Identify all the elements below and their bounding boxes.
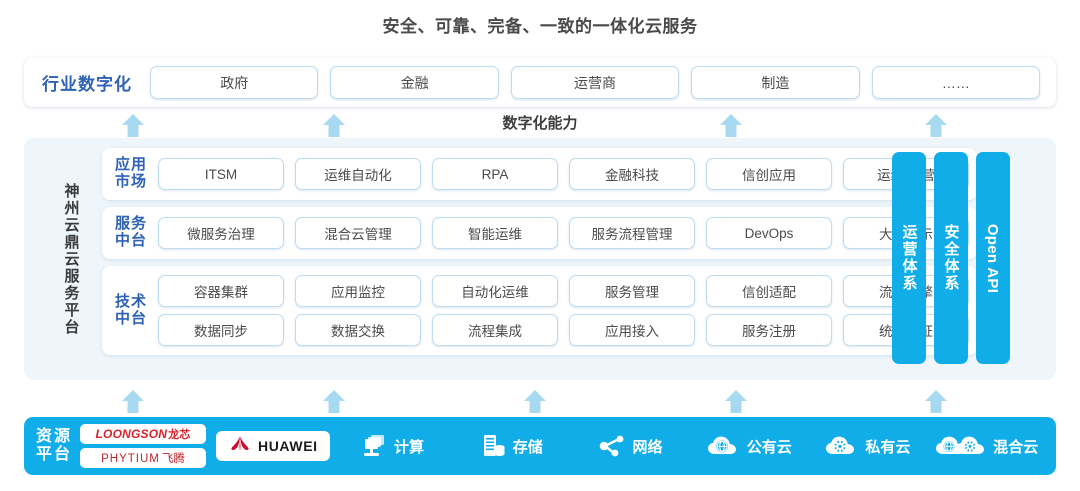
layer-label-line2: 市场 xyxy=(114,173,147,190)
platform-vertical-label: 神州云鼎云服务平台 xyxy=(62,182,80,336)
private-cloud-icon xyxy=(825,434,859,458)
side-bar-label: 安全体系 xyxy=(942,224,960,292)
cell-devops[interactable]: DevOps xyxy=(706,217,832,249)
industry-chip-telecom[interactable]: 运营商 xyxy=(510,66,680,99)
huawei-flower-icon xyxy=(228,435,252,458)
resource-item-storage[interactable]: 存储 xyxy=(452,434,571,458)
up-arrow-icon xyxy=(522,388,548,414)
layer-cells: ITSM 运维自动化 RPA 金融科技 信创应用 运维/运营 xyxy=(154,158,969,190)
cell-data-sync[interactable]: 数据同步 xyxy=(158,314,284,346)
cell-microservice-governance[interactable]: 微服务治理 xyxy=(158,217,284,249)
up-arrow-icon xyxy=(723,388,749,414)
layer-label-line1: 服务 xyxy=(114,215,147,233)
side-bar-label: 运营体系 xyxy=(900,224,918,292)
layer-technology-midplatform: 技术 中台 容器集群 应用监控 自动化运维 服务管理 信创适配 流程引擎 数据同… xyxy=(102,266,977,355)
cell-app-access[interactable]: 应用接入 xyxy=(569,314,695,346)
up-arrow-icon xyxy=(321,112,347,138)
up-arrow-icon xyxy=(718,112,744,138)
loongson-cn: 龙芯 xyxy=(168,429,191,441)
side-bar-label: Open API xyxy=(984,223,1002,293)
cell-itsm[interactable]: ITSM xyxy=(158,158,284,190)
layer-label-line1: 应用 xyxy=(114,156,147,174)
storage-icon xyxy=(481,434,507,458)
phytium-cn: 飞腾 xyxy=(161,453,185,465)
resource-label-line2: 平台 xyxy=(36,446,73,463)
side-bar-operations-system[interactable]: 运营体系 xyxy=(892,152,926,364)
up-arrow-icon xyxy=(923,388,949,414)
layer-cells: 容器集群 应用监控 自动化运维 服务管理 信创适配 流程引擎 数据同步 数据交换… xyxy=(154,275,969,346)
up-arrow-icon xyxy=(120,388,146,414)
resource-item-compute[interactable]: 计算 xyxy=(334,434,453,458)
industry-chip-manufacturing[interactable]: 制造 xyxy=(691,66,860,99)
cell-container-cluster[interactable]: 容器集群 xyxy=(158,275,284,307)
cell-rpa[interactable]: RPA xyxy=(432,158,558,190)
resource-item-label: 混合云 xyxy=(993,438,1039,456)
cell-process-integration[interactable]: 流程集成 xyxy=(432,314,558,346)
industry-chip-government[interactable]: 政府 xyxy=(150,66,319,99)
cell-row: 容器集群 应用监控 自动化运维 服务管理 信创适配 流程引擎 xyxy=(158,275,969,307)
industry-row: 行业数字化 政府 金融 运营商 制造 …… xyxy=(24,58,1056,107)
layer-label-technology-midplatform: 技术 中台 xyxy=(108,292,154,328)
layer-service-midplatform: 服务 中台 微服务治理 混合云管理 智能运维 服务流程管理 DevOps 大屏展… xyxy=(102,207,977,259)
cell-app-monitoring[interactable]: 应用监控 xyxy=(295,275,421,307)
compute-icon xyxy=(362,434,388,458)
hybrid-cloud-icon xyxy=(935,434,987,458)
cell-xinchuang-adaptation[interactable]: 信创适配 xyxy=(706,275,832,307)
layer-application-market: 应用 市场 ITSM 运维自动化 RPA 金融科技 信创应用 运维/运营 xyxy=(102,148,977,200)
layer-label-application-market: 应用 市场 xyxy=(108,156,154,191)
resource-item-network[interactable]: 网络 xyxy=(571,434,690,458)
cell-service-registry[interactable]: 服务注册 xyxy=(706,314,832,346)
public-cloud-icon xyxy=(707,434,741,458)
cell-fintech[interactable]: 金融科技 xyxy=(569,158,695,190)
cell-xinchuang-app[interactable]: 信创应用 xyxy=(706,158,832,190)
huawei-wordmark: HUAWEI xyxy=(258,438,318,454)
huawei-logo: HUAWEI xyxy=(216,431,330,461)
resource-platform-label: 资源 平台 xyxy=(36,428,80,465)
cell-hybrid-cloud-mgmt[interactable]: 混合云管理 xyxy=(295,217,421,249)
layer-label-line2: 中台 xyxy=(114,232,147,249)
side-bars: 运营体系 安全体系 Open API xyxy=(892,152,1010,364)
resource-label-line1: 资源 xyxy=(36,427,73,445)
cell-data-exchange[interactable]: 数据交换 xyxy=(295,314,421,346)
cell-row: 数据同步 数据交换 流程集成 应用接入 服务注册 统一认证 xyxy=(158,314,969,346)
resource-item-label: 存储 xyxy=(512,438,543,456)
up-arrow-icon xyxy=(321,388,347,414)
side-bar-security-system[interactable]: 安全体系 xyxy=(934,152,968,364)
layer-cells: 微服务治理 混合云管理 智能运维 服务流程管理 DevOps 大屏展示 xyxy=(154,217,969,249)
cell-row: ITSM 运维自动化 RPA 金融科技 信创应用 运维/运营 xyxy=(158,158,969,190)
up-arrow-icon xyxy=(120,112,146,138)
phytium-wordmark: PHYTIUM xyxy=(101,453,160,465)
up-arrow-icon xyxy=(923,112,949,138)
page-title: 安全、可靠、完备、一致的一体化云服务 xyxy=(382,17,698,36)
layer-label-service-midplatform: 服务 中台 xyxy=(108,215,154,250)
resource-item-label: 私有云 xyxy=(865,438,911,456)
cell-service-process-mgmt[interactable]: 服务流程管理 xyxy=(569,217,695,249)
industry-chip-finance[interactable]: 金融 xyxy=(330,66,499,99)
platform-layers: 应用 市场 ITSM 运维自动化 RPA 金融科技 信创应用 运维/运营 xyxy=(102,148,977,370)
resource-item-label: 公有云 xyxy=(746,438,792,456)
resource-item-public-cloud[interactable]: 公有云 xyxy=(690,434,809,458)
cell-service-mgmt[interactable]: 服务管理 xyxy=(569,275,695,307)
industry-row-label: 行业数字化 xyxy=(42,75,132,94)
layer-label-line2: 中台 xyxy=(114,309,147,327)
loongson-logo: LOONGSON龙芯 xyxy=(80,424,207,444)
resource-item-hybrid-cloud[interactable]: 混合云 xyxy=(927,434,1046,458)
cell-row: 微服务治理 混合云管理 智能运维 服务流程管理 DevOps 大屏展示 xyxy=(158,217,969,249)
industry-chip-more[interactable]: …… xyxy=(871,66,1041,99)
resource-item-label: 网络 xyxy=(632,438,663,456)
resource-item-label: 计算 xyxy=(393,438,424,456)
side-bar-open-api[interactable]: Open API xyxy=(976,152,1010,364)
layer-label-line1: 技术 xyxy=(114,292,147,310)
loongson-wordmark: LOONGSON xyxy=(95,427,168,441)
resource-item-private-cloud[interactable]: 私有云 xyxy=(809,434,928,458)
cell-automated-ops[interactable]: 自动化运维 xyxy=(432,275,558,307)
capability-caption: 数字化能力 xyxy=(502,115,578,132)
network-icon xyxy=(598,434,626,458)
cell-ops-automation[interactable]: 运维自动化 xyxy=(295,158,421,190)
cell-intelligent-ops[interactable]: 智能运维 xyxy=(432,217,558,249)
